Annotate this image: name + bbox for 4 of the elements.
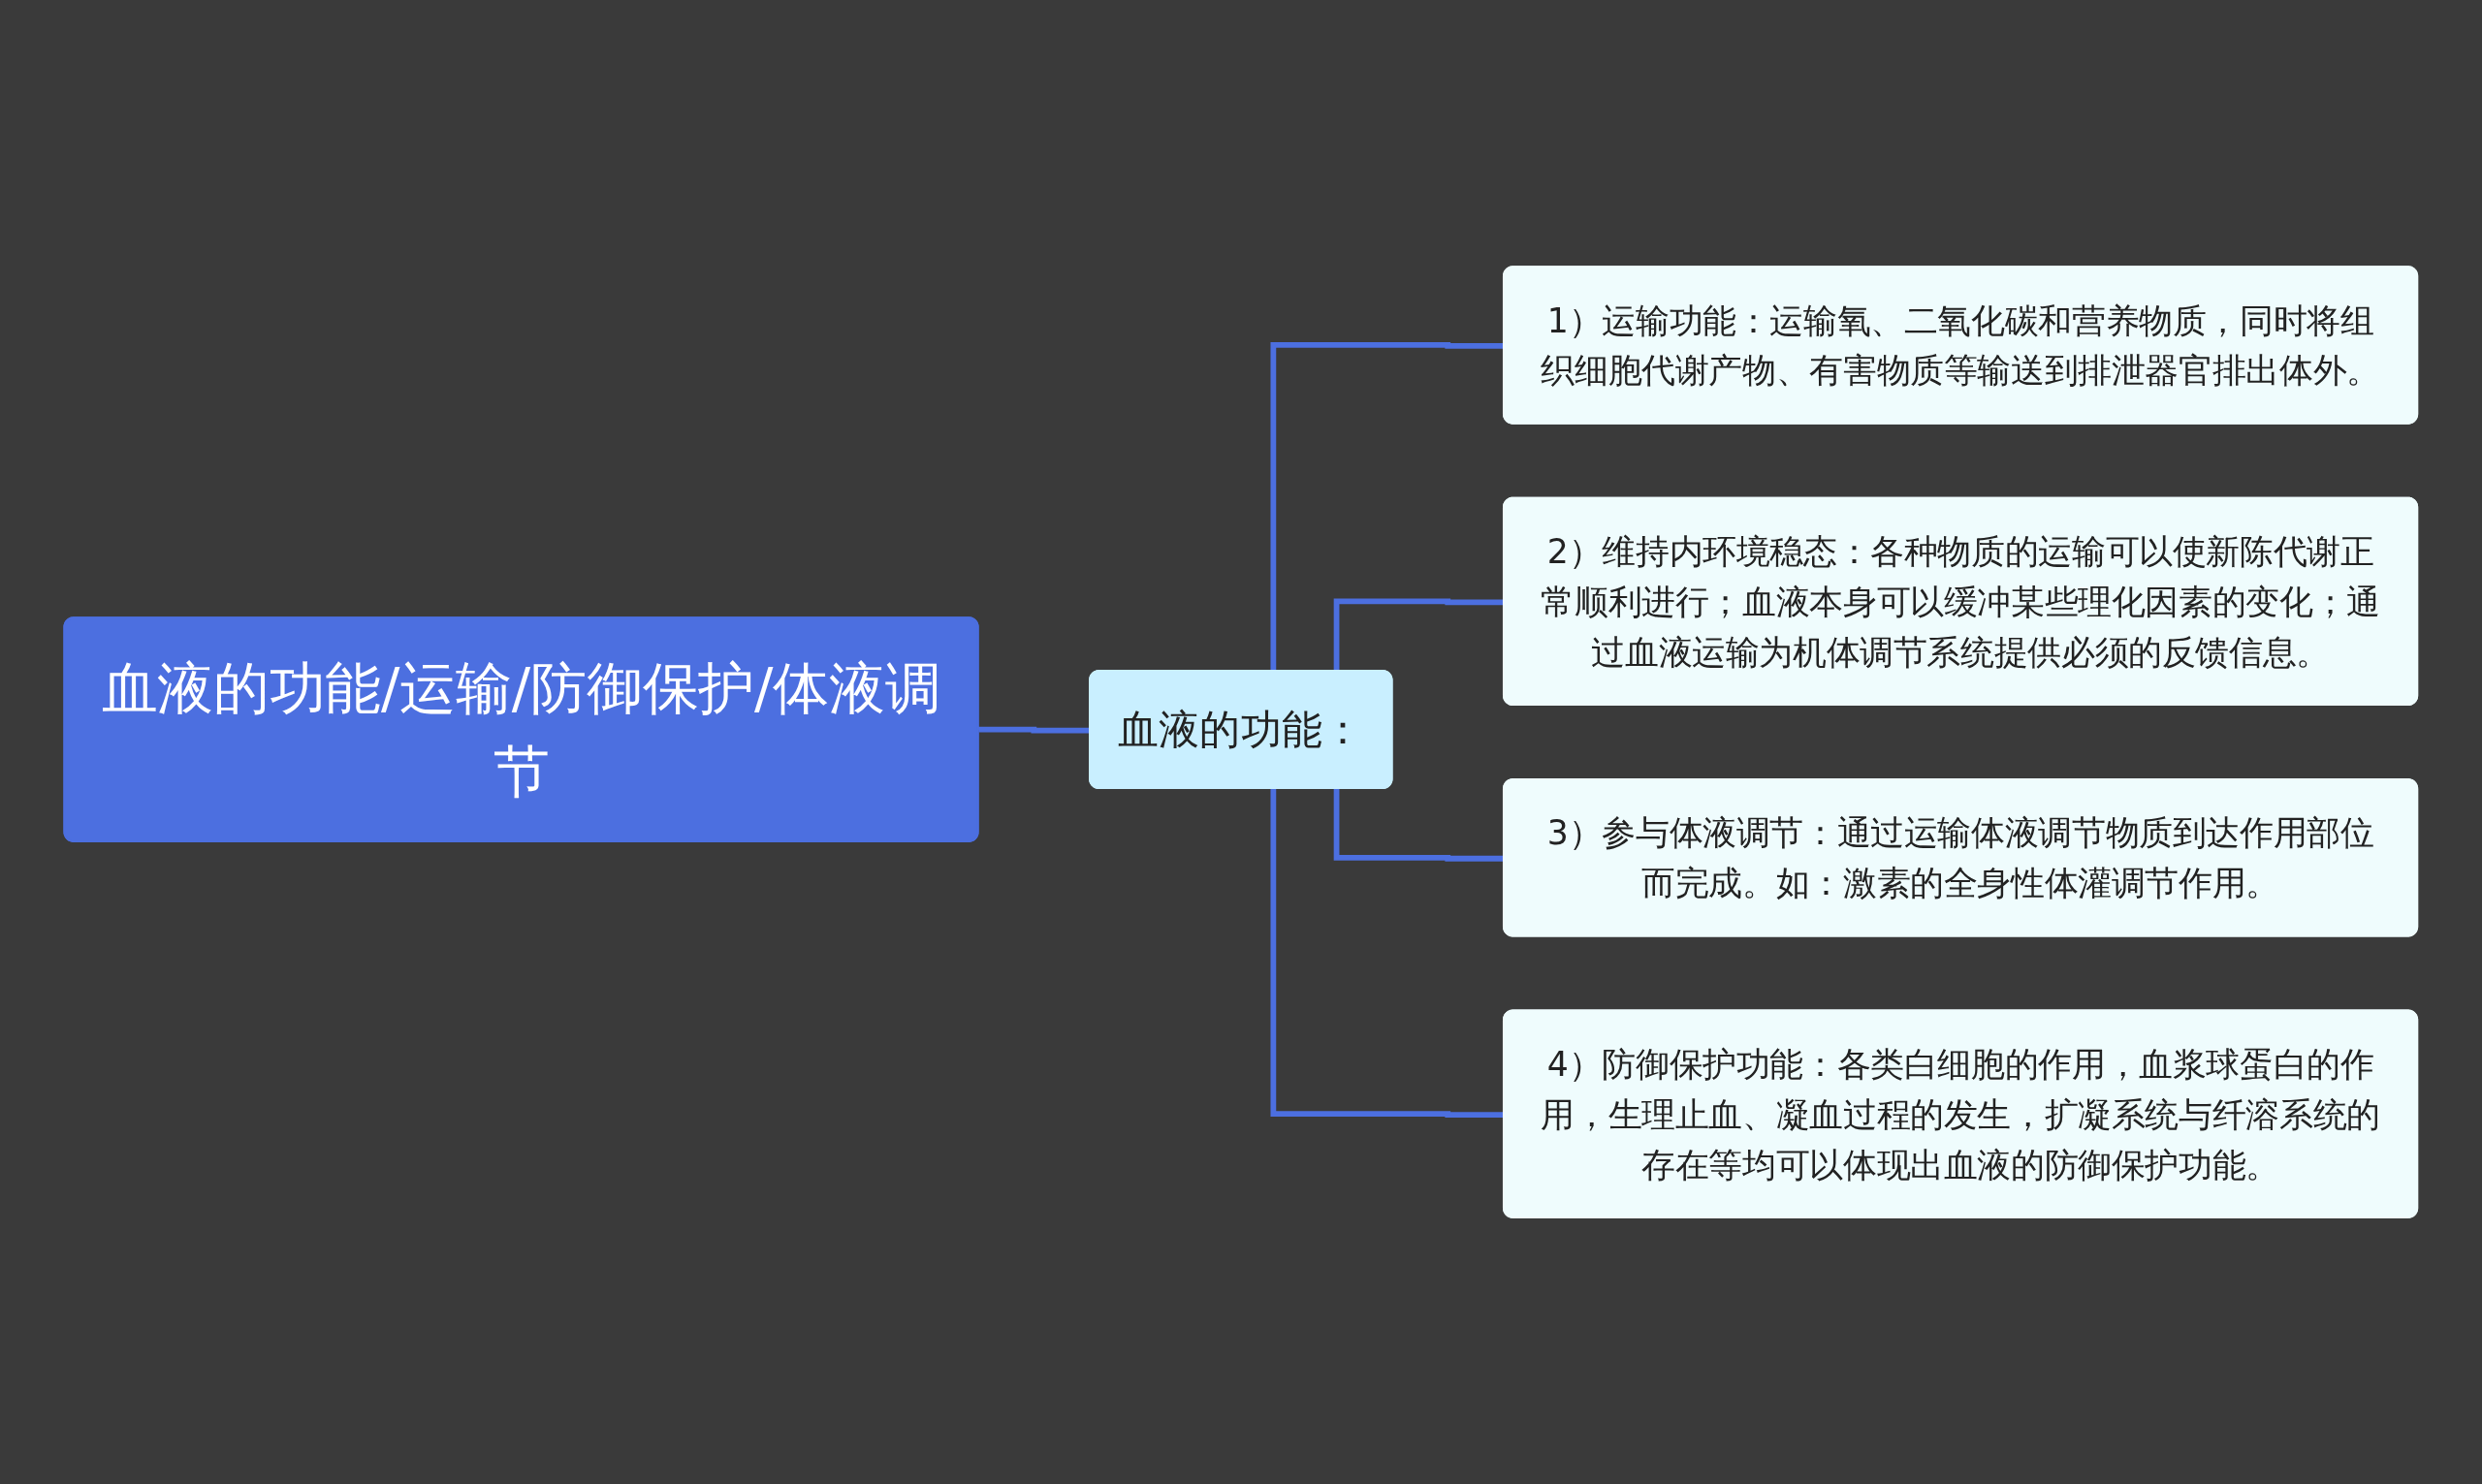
connector [1270,789,1506,1118]
connector [1333,789,1506,862]
connector [1333,598,1506,672]
connector [1270,342,1506,672]
